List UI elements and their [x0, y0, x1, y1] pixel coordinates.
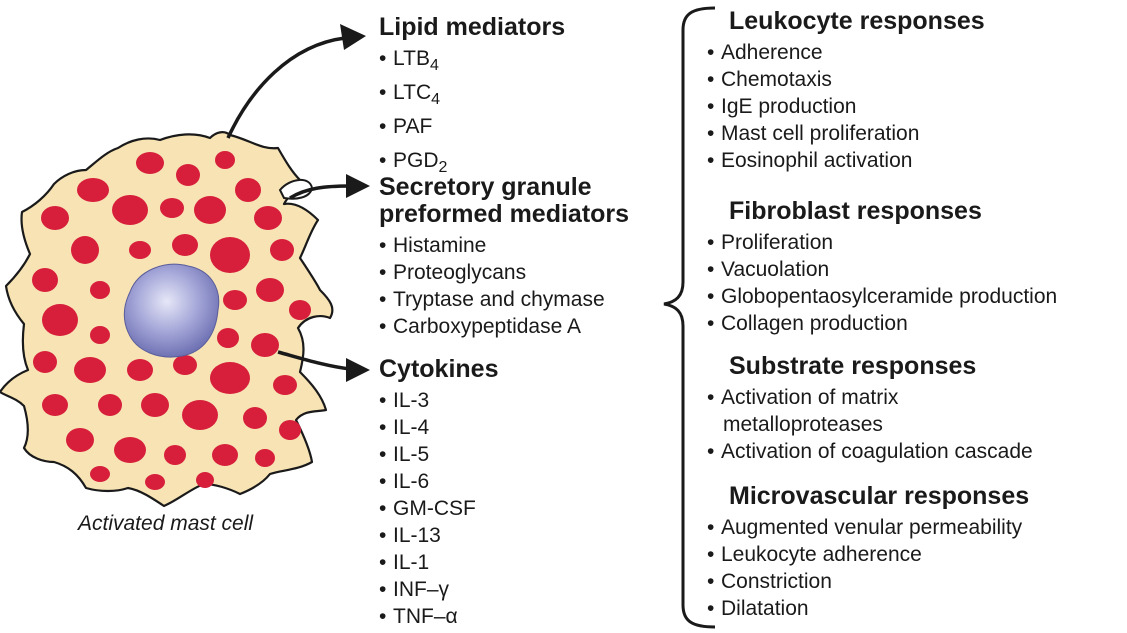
section-heading-microvascular: Microvascular responses: [729, 482, 1030, 510]
list-item: •Collagen production: [707, 312, 908, 335]
section-heading-leukocyte: Leukocyte responses: [729, 7, 985, 35]
list-item: •PAF: [379, 115, 433, 138]
arrow-to-granule-mediators: [289, 184, 351, 200]
leukocyte-response-list: •Adherence •Chemotaxis •IgE production •…: [707, 39, 985, 174]
list-item: •Proliferation: [707, 231, 834, 254]
list-item: •INF–γ: [379, 578, 450, 601]
list-item: •Activation of coagulation cascade: [707, 440, 1033, 463]
list-item: •Carboxypeptidase A: [379, 315, 581, 338]
grouping-brace: [663, 6, 716, 629]
granule-group: [32, 151, 311, 490]
arrowhead-granule: [346, 174, 370, 198]
list-item: •Adherence: [707, 41, 823, 64]
fibroblast-responses-section: Fibroblast responses •Proliferation •Vac…: [707, 198, 1057, 337]
microvascular-response-list: •Augmented venular permeability •Leukocy…: [707, 514, 1029, 622]
section-heading-fibroblast: Fibroblast responses: [729, 197, 982, 225]
list-item: •IL-6: [379, 470, 430, 493]
list-item: •IL-5: [379, 443, 430, 466]
list-item: •GM-CSF: [379, 497, 476, 520]
list-item: •Chemotaxis: [707, 68, 832, 91]
list-item: •Eosinophil activation: [707, 149, 913, 172]
lipid-mediator-list: •LTB4 •LTC4 •PAF •PGD2: [379, 45, 565, 181]
list-item: •PGD2: [379, 149, 448, 176]
fibroblast-response-list: •Proliferation •Vacuolation •Globopentao…: [707, 229, 1057, 337]
list-item: •TNF–α: [379, 605, 458, 628]
list-item: •Mast cell proliferation: [707, 122, 920, 145]
substrate-responses-section: Substrate responses •Activation of matri…: [707, 353, 1033, 465]
arrowhead-lipid: [340, 24, 366, 50]
list-item: •Constriction: [707, 570, 832, 593]
section-heading-substrate: Substrate responses: [729, 352, 977, 380]
list-item: •IgE production: [707, 95, 857, 118]
leukocyte-responses-section: Leukocyte responses •Adherence •Chemotax…: [707, 8, 985, 174]
section-heading-cytokines: Cytokines: [379, 355, 499, 383]
cytokine-list: •IL-3 •IL-4 •IL-5 •IL-6 •GM-CSF •IL-13 •…: [379, 387, 498, 630]
lipid-mediators-section: Lipid mediators •LTB4 •LTC4 •PAF •PGD2: [379, 14, 565, 181]
granule-mediator-list: •Histamine •Proteoglycans •Tryptase and …: [379, 232, 629, 340]
arrow-to-cytokines: [277, 350, 351, 371]
list-item: •IL-1: [379, 551, 430, 574]
list-item: •Tryptase and chymase: [379, 288, 605, 311]
list-item: •Vacuolation: [707, 258, 830, 281]
list-item: •Globopentaosylceramide production: [707, 285, 1058, 308]
section-heading-lipid: Lipid mediators: [379, 13, 566, 41]
arrow-to-lipid-mediators: [226, 36, 346, 139]
list-item: •IL-3: [379, 389, 430, 412]
cytokines-section: Cytokines •IL-3 •IL-4 •IL-5 •IL-6 •GM-CS…: [379, 356, 498, 630]
section-heading-granule-1: Secretory granule: [379, 173, 592, 201]
list-item: •Dilatation: [707, 597, 809, 620]
list-item: •Augmented venular permeability: [707, 516, 1023, 539]
list-item: •LTB4: [379, 47, 439, 74]
microvascular-responses-section: Microvascular responses •Augmented venul…: [707, 483, 1029, 622]
list-item: •Leukocyte adherence: [707, 543, 922, 566]
nucleus: [123, 263, 220, 358]
cell-caption: Activated mast cell: [78, 512, 254, 535]
list-item: •Histamine: [379, 234, 487, 257]
list-item: •Proteoglycans: [379, 261, 527, 284]
section-heading-granule-2: preformed mediators: [379, 200, 630, 228]
granule-mediators-section: Secretory granule preformed mediators •H…: [379, 174, 629, 340]
list-item: •IL-4: [379, 416, 430, 439]
list-item: •LTC4: [379, 81, 441, 108]
arrowhead-cytokines: [346, 358, 370, 382]
list-item: •IL-13: [379, 524, 441, 547]
